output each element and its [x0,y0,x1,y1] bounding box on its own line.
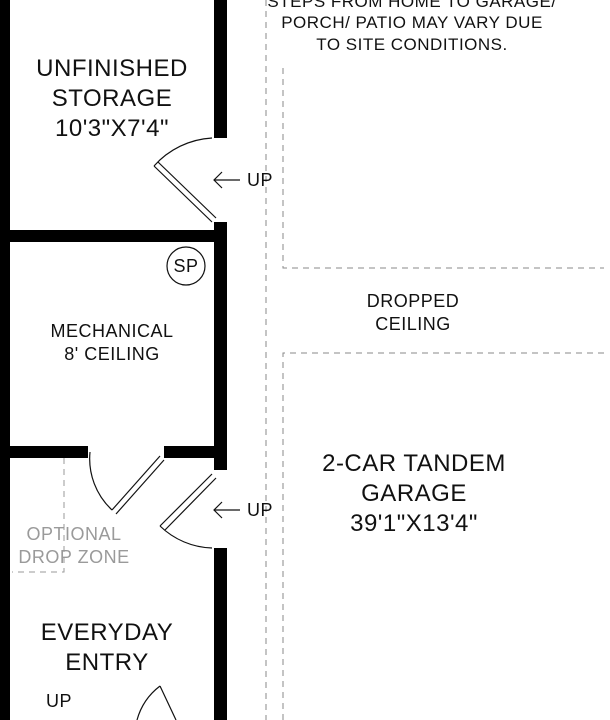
entry-door-leaf [159,473,213,527]
bottom-door-leaf [159,685,177,720]
storage-up-label: UP [247,170,274,190]
sp-label: SP [173,256,199,276]
sump-pump-symbol [166,246,206,286]
storage-door-leaf-2 [157,161,217,219]
entry-room-floor [10,458,214,720]
note-line-3: TO SITE CONDITIONS. [316,34,508,54]
entry-label: EVERYDAY ENTRY [10,618,204,678]
upper-dashed-outline [282,68,604,269]
storage-door-swing [153,137,213,167]
garage-name-2: GARAGE [361,480,467,507]
mechanical-label: MECHANICAL 8' CEILING [10,320,214,365]
drop-zone-outline [12,458,65,573]
entry-door-leaf-2 [164,477,217,531]
dropped-ceiling-label: DROPPED CEILING [313,290,513,335]
garage-up-arrowhead [213,501,223,519]
dropzone-door-swing [89,451,113,511]
garage-name-1: 2-CAR TANDEM [322,450,506,477]
note-line-1: STEPS FROM HOME TO GARAGE/ [267,0,557,11]
entry-door-swing [159,525,213,549]
entry-door-opening [212,470,229,548]
drop-zone-opening [88,444,164,460]
storage-name-2: STORAGE [51,85,173,112]
bottom-door-swing [136,685,161,720]
dropped-ceiling-line-2: CEILING [375,313,451,334]
storage-up-arrowhead [213,171,223,189]
mechanical-name: MECHANICAL [50,321,174,341]
dropzone-door-leaf [111,455,161,511]
storage-name-1: UNFINISHED [36,55,188,82]
note-line-2: PORCH/ PATIO MAY VARY DUE [281,13,543,33]
entry-up-label: UP [46,691,73,711]
site-conditions-note: STEPS FROM HOME TO GARAGE/ PORCH/ PATIO … [226,0,598,55]
garage-dims: 39'1"X13'4" [350,510,478,537]
dropped-ceiling-line-1: DROPPED [366,291,460,311]
garage-up-label: UP [247,500,274,520]
garage-floor [227,0,610,720]
drop-zone-label: OPTIONAL DROP ZONE [10,523,138,568]
dropzone-door-leaf-2 [115,459,165,515]
storage-door-leaf [153,165,213,223]
entry-name-2: ENTRY [65,649,149,676]
entry-name-1: EVERYDAY [40,619,174,646]
mechanical-ceiling: 8' CEILING [64,343,160,364]
drop-zone-line-2: DROP ZONE [18,546,130,567]
drop-zone-line-1: OPTIONAL [26,524,122,544]
storage-label: UNFINISHED STORAGE 10'3"X7'4" [10,54,214,144]
garage-label: 2-CAR TANDEM GARAGE 39'1"X13'4" [264,449,564,539]
storage-dims: 10'3"X7'4" [55,115,169,142]
lower-dashed-outline [282,352,604,720]
